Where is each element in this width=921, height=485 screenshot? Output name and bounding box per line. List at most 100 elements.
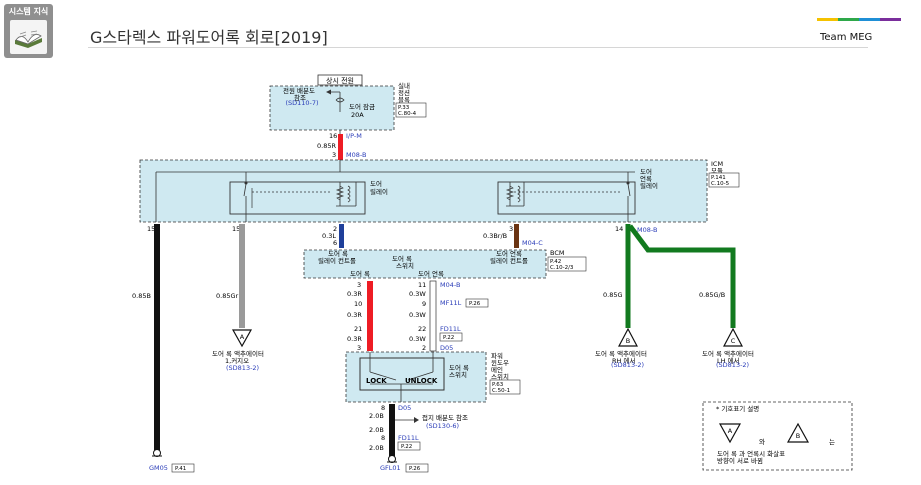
switch-lock: LOCK bbox=[366, 377, 387, 385]
switch-page-ref: P.63 bbox=[492, 382, 504, 388]
unlock-relay bbox=[497, 181, 636, 215]
actuator-b-label: 도어 록 액추에이터 RH 에서 bbox=[595, 349, 649, 365]
team-label: Team MEG bbox=[820, 32, 873, 43]
constant-power-box bbox=[317, 74, 363, 86]
wire-03w-1: 0.3W bbox=[409, 290, 426, 298]
wire-03brb: 0.3Br/B bbox=[483, 232, 507, 240]
svg-text:A: A bbox=[240, 333, 245, 341]
knowledge-badge: 시스템 지식 bbox=[4, 4, 53, 58]
switch-unlock: UNLOCK bbox=[405, 377, 438, 385]
constant-power-label: 상시 전원 bbox=[326, 76, 354, 85]
lock-relay bbox=[229, 181, 366, 215]
wire-03w-3: 0.3W bbox=[409, 335, 426, 343]
icm-label: ICM 모듈 bbox=[711, 160, 725, 175]
wire-20b-1: 2.0B bbox=[369, 412, 384, 420]
triangle-b: B bbox=[618, 327, 638, 347]
switch-conn-ref: C.50-1 bbox=[492, 388, 510, 394]
icm-pin-14: 14 bbox=[615, 225, 623, 233]
icm-page-ref: P.141 bbox=[711, 175, 726, 181]
pin-3-top: 3 bbox=[332, 151, 336, 159]
fuse-rating: 20A bbox=[351, 111, 364, 119]
icm-pin-15a: 15 bbox=[147, 225, 155, 233]
wire-20b-3: 2.0B bbox=[369, 444, 384, 452]
team-color-bar bbox=[817, 18, 901, 21]
gm05-page-ref: P.41 bbox=[175, 466, 186, 472]
blue-wire bbox=[339, 224, 344, 248]
ground-symbol-gm05 bbox=[152, 449, 162, 457]
junction-block bbox=[269, 85, 395, 131]
icm-pin-6: 6 bbox=[333, 239, 337, 247]
icm-pin-3: 3 bbox=[509, 225, 513, 233]
bcm-switch-input: 도어 록 스위치 bbox=[392, 254, 414, 270]
wire-085b: 0.85B bbox=[132, 292, 151, 300]
conn-m04b: M04-B bbox=[440, 281, 460, 289]
power-distribution-ref: (SD110-7) bbox=[285, 99, 318, 107]
pin-16: 16 bbox=[329, 132, 337, 140]
actuator-c-label: 도어 록 액추에이터 LH 에서 bbox=[702, 349, 756, 365]
ground-distribution-ref: (SD130-6) bbox=[426, 422, 459, 430]
fuse-name: 도어 잠금 bbox=[349, 102, 375, 111]
gfl01-page-ref: P.26 bbox=[409, 466, 421, 472]
bcm-lock-word: 도어 록 bbox=[350, 269, 370, 278]
door-lock-switch bbox=[359, 357, 445, 391]
badge-label: 시스템 지식 bbox=[8, 7, 49, 16]
pin-8-top: 8 bbox=[381, 404, 385, 412]
wire-03r-1: 0.3R bbox=[347, 290, 362, 298]
junction-page-ref: P.33 bbox=[398, 105, 410, 111]
bcm-unlock-output: 도어 언록 릴레이 컨트롤 bbox=[490, 249, 528, 265]
title-divider bbox=[88, 47, 868, 48]
black-ground-wire bbox=[389, 404, 395, 456]
ground-gfl01: GFL01 bbox=[380, 464, 401, 472]
icm-pin-2: 2 bbox=[333, 225, 337, 233]
open-book-icon bbox=[10, 20, 47, 54]
wire-ip-m: I/P-M bbox=[346, 132, 362, 140]
legend-suffix: 는 bbox=[829, 438, 835, 446]
fd11l-bottom-page-ref: P.22 bbox=[401, 444, 412, 450]
bcm-label: BCM bbox=[550, 249, 565, 257]
pin-3-mid: 3 bbox=[357, 281, 361, 289]
pin-8-bottom: 8 bbox=[381, 434, 385, 442]
bcm-page-ref: P.42 bbox=[550, 259, 561, 265]
page-title: G스타렉스 파워도어록 회로[2019] bbox=[90, 28, 328, 47]
black-wire-left bbox=[154, 224, 160, 450]
actuator-b-ref: (SD813-2) bbox=[611, 361, 644, 369]
ground-distribution-label: 접지 배분도 참조 bbox=[422, 413, 468, 422]
pin-21: 21 bbox=[354, 325, 362, 333]
gray-wire-left bbox=[239, 224, 245, 328]
svg-text:B: B bbox=[796, 432, 800, 440]
bcm-unlock-word: 도어 언록 bbox=[418, 269, 444, 278]
unlock-relay-label: 도어 언록 릴레이 bbox=[640, 167, 658, 190]
junction-block-label: 실내 정션 블록 bbox=[398, 81, 412, 104]
fd11l-page-ref: P.22 bbox=[443, 335, 454, 341]
lock-relay-label: 도어 릴레이 bbox=[370, 179, 388, 196]
conn-m08b-top: M08-B bbox=[346, 151, 366, 159]
pin-2-bottom: 2 bbox=[422, 344, 426, 352]
ground-symbol-gfl01 bbox=[387, 455, 397, 463]
conn-m04c: M04-C bbox=[522, 239, 543, 247]
legend-and: 와 bbox=[759, 438, 765, 446]
svg-text:C: C bbox=[731, 337, 736, 345]
conn-m08b-right: M08-B bbox=[637, 226, 657, 234]
conn-mf11l: MF11L bbox=[440, 299, 462, 307]
legend-triangle-b: B bbox=[786, 422, 810, 443]
mf11l-page-ref: P.26 bbox=[469, 301, 481, 307]
svg-text:B: B bbox=[626, 337, 630, 345]
brown-wire bbox=[514, 224, 519, 248]
mid-wire-labels: 3 11 M04-B 0.3R 0.3W 10 9 MF11L 0.3R 0.3… bbox=[347, 281, 462, 352]
junction-conn-ref: C.80-4 bbox=[398, 111, 417, 117]
pin-11: 11 bbox=[418, 281, 426, 289]
legend-description: 도어 록 과 언록시 화살표 방향이 서로 바뀜 bbox=[717, 449, 787, 465]
actuator-a-ref: (SD813-2) bbox=[226, 364, 259, 372]
conn-fd11l-bottom: FD11L bbox=[398, 434, 419, 442]
wire-size-085r: 0.85R bbox=[317, 142, 336, 150]
bcm-module bbox=[303, 249, 547, 279]
conn-d05-bottom: D05 bbox=[398, 404, 411, 412]
conn-d05-mid: D05 bbox=[440, 344, 453, 352]
wire-20b-2: 2.0B bbox=[369, 426, 384, 434]
wire-03r-2: 0.3R bbox=[347, 311, 362, 319]
triangle-a: A bbox=[231, 329, 253, 348]
conn-fd11l: FD11L bbox=[440, 325, 461, 333]
ground-wire-labels: 8 D05 2.0B 접지 배분도 참조 (SD130-6) 2.0B 8 FD… bbox=[369, 404, 468, 472]
icm-conn-ref: C.10-5 bbox=[711, 181, 730, 187]
main-switch-label: 파워 윈도우 메인 스위치 bbox=[491, 351, 511, 381]
